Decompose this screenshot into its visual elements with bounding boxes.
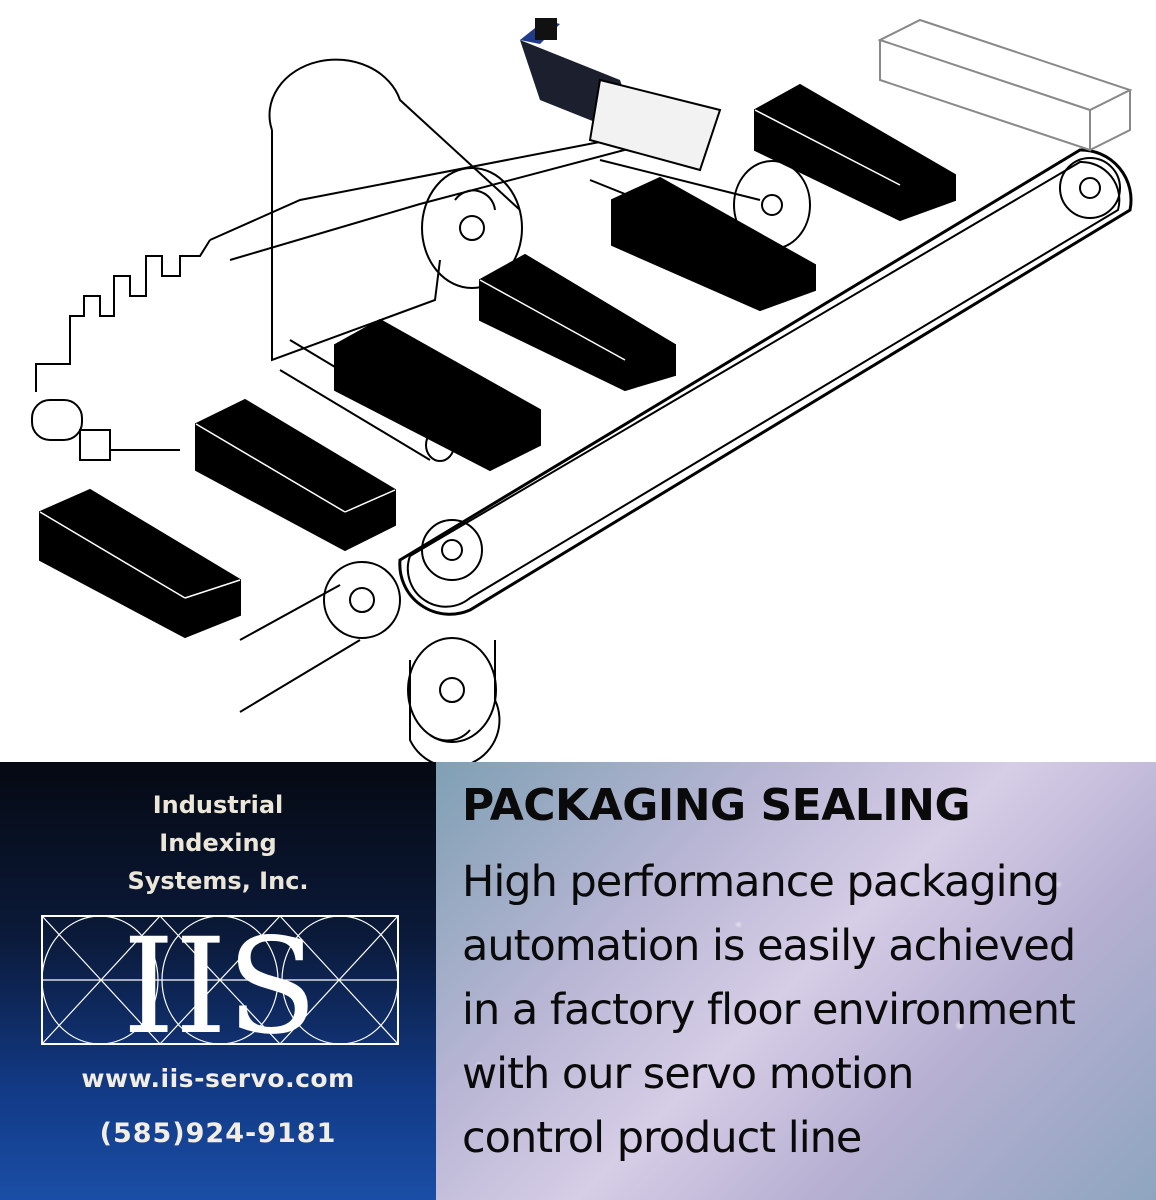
company-name-line: Systems, Inc. — [127, 867, 309, 895]
sparkle — [476, 1062, 482, 1068]
company-name-line: Industrial — [152, 791, 284, 819]
logo-text: IIS — [123, 914, 318, 1046]
sparkle — [736, 922, 741, 927]
company-logo: IIS — [41, 914, 399, 1046]
company-name-line: Indexing — [159, 829, 277, 857]
servo-motor — [520, 18, 722, 172]
sparkle — [956, 1022, 963, 1029]
conveyor-diagram — [31, 18, 1133, 762]
body-line: in a factory floor environment — [462, 985, 1076, 1035]
body-line: automation is easily achieved — [462, 921, 1076, 971]
body-line: with our servo motion — [462, 1049, 914, 1099]
company-panel: Industrial Indexing Systems, Inc. IIS ww… — [0, 762, 436, 1200]
company-name: Industrial Indexing Systems, Inc. — [0, 786, 436, 900]
website-link[interactable]: www.iis-servo.com — [81, 1064, 355, 1093]
packaging-machine-illustration — [31, 18, 1133, 762]
body-copy: High performance packaging automation is… — [462, 850, 1152, 1170]
product-blocks — [39, 83, 956, 639]
phone-number: (585)924-9181 — [99, 1118, 337, 1149]
headline: PACKAGING SEALING — [462, 780, 971, 831]
sparkle — [1056, 882, 1061, 887]
body-line: control product line — [462, 1113, 862, 1163]
body-line: High performance packaging — [462, 857, 1060, 907]
message-panel: PACKAGING SEALING High performance packa… — [436, 762, 1156, 1200]
